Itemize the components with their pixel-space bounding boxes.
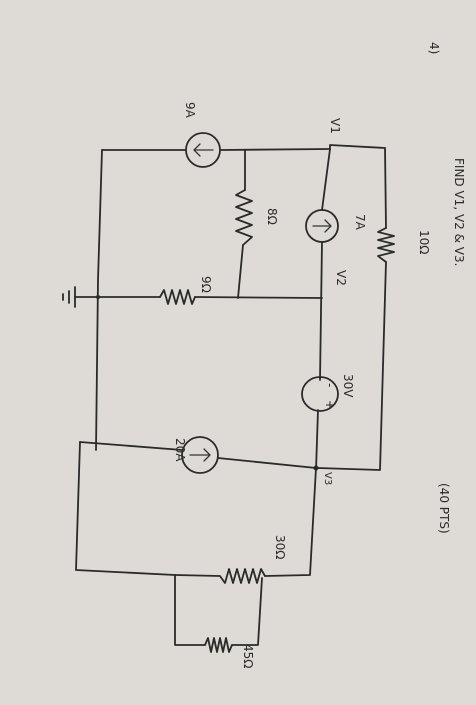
resistor-8ohm xyxy=(235,189,253,246)
current-source-9a xyxy=(185,132,221,168)
current-source-7a xyxy=(305,209,339,243)
problem-prompt: FIND V1, V2 & V3. xyxy=(452,158,466,266)
resistor-10ohm xyxy=(377,227,395,263)
label-45ohm: 45Ω xyxy=(241,644,255,668)
wire-v1-right xyxy=(329,144,386,150)
label-9ohm: 9Ω xyxy=(199,276,213,293)
label-10ohm: 10Ω xyxy=(417,230,431,254)
source-30v-circle xyxy=(301,376,339,412)
resistor-9ohm xyxy=(159,289,196,305)
wire-right-bottom xyxy=(317,261,387,471)
ground-icon xyxy=(62,286,76,308)
problem-points: (40 PTS) xyxy=(437,483,451,534)
arrow-right-icon xyxy=(312,219,332,233)
resistor-30ohm xyxy=(174,568,266,584)
label-20a: 20A xyxy=(173,438,187,462)
node-v3-dot xyxy=(313,465,319,471)
wire-top-right xyxy=(220,148,331,151)
label-30v-plus: + xyxy=(323,400,337,410)
wire-20a-left xyxy=(79,441,183,451)
voltage-source-30v xyxy=(301,376,339,412)
source-20a-circle xyxy=(181,436,219,474)
label-v2: V2 xyxy=(334,270,348,286)
wire-30v-bottom xyxy=(315,409,319,471)
label-7a: 7A xyxy=(353,214,367,231)
source-9a-circle xyxy=(185,132,221,168)
label-9a: 9A xyxy=(183,102,197,119)
label-30v: 30V xyxy=(341,374,355,398)
resistor-45ohm xyxy=(204,637,233,653)
label-v1: V1 xyxy=(328,118,342,134)
wire-20a-right xyxy=(217,457,317,469)
wire-45ohm-right xyxy=(231,577,263,646)
label-30ohm: 30Ω xyxy=(273,535,287,559)
label-8ohm: 8Ω xyxy=(265,208,279,225)
node-ground-dot xyxy=(96,295,100,299)
wire-right-top xyxy=(384,147,387,229)
wire-left-upper xyxy=(95,149,103,451)
wire-v3-down xyxy=(264,467,317,577)
arrow-left-icon xyxy=(193,143,214,157)
problem-header: 4) FIND V1, V2 & V3. (40 PTS) xyxy=(427,42,466,534)
wire-45ohm-left xyxy=(174,574,206,646)
component-labels: 9A V1 8Ω 7A 10Ω 9Ω V2 30V - + 20A V3 30Ω… xyxy=(173,102,431,668)
wire-8ohm-bottom xyxy=(237,244,244,299)
wire-mid-right xyxy=(194,296,323,299)
wire-left-outer xyxy=(75,441,176,576)
source-7a-circle xyxy=(305,209,339,243)
arrow-right-icon xyxy=(189,448,211,462)
problem-number: 4) xyxy=(427,42,441,54)
label-v3: V3 xyxy=(322,472,333,485)
wire-7a-bottom xyxy=(319,241,323,381)
circuit-wires xyxy=(74,144,387,646)
current-source-20a xyxy=(181,436,219,474)
label-30v-minus: - xyxy=(323,383,337,387)
wire-7a-top xyxy=(321,148,331,211)
